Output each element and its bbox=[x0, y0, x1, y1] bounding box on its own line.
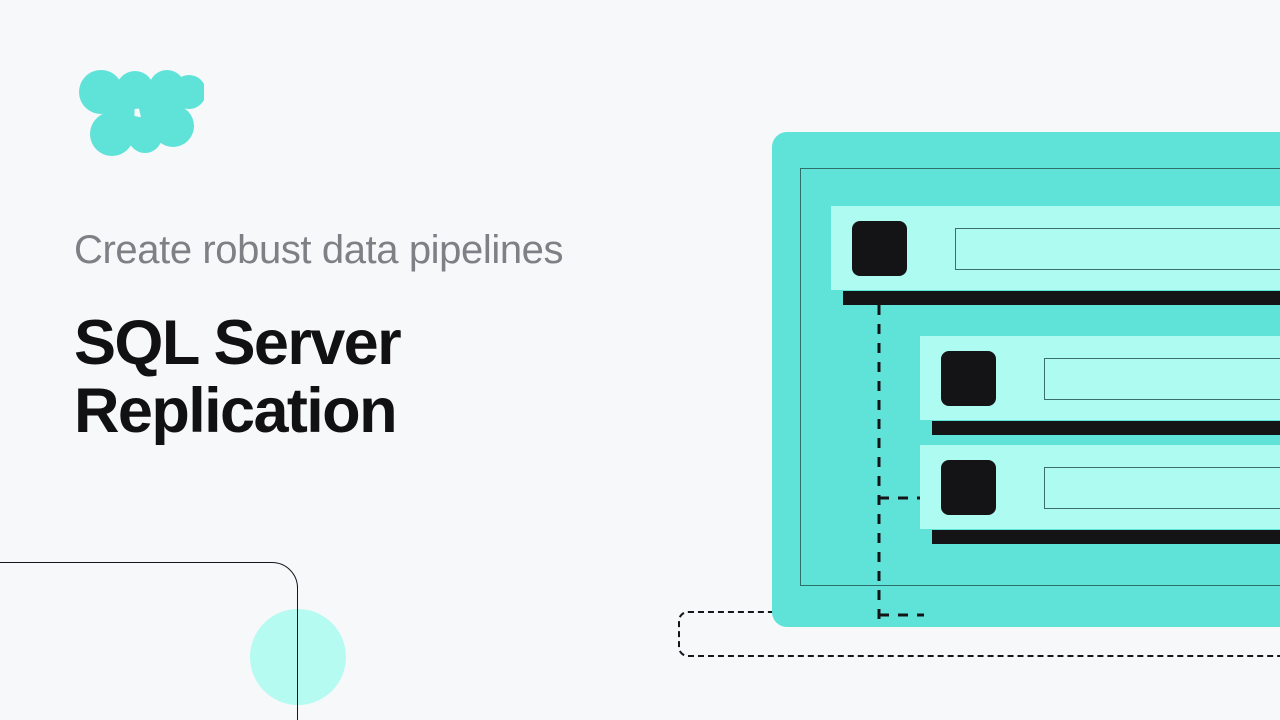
database-replication-diagram bbox=[772, 132, 1280, 627]
headline-line-1: SQL Server bbox=[74, 307, 402, 378]
server-shadow-bar bbox=[932, 530, 1280, 544]
database-node-icon bbox=[941, 351, 996, 406]
record-field bbox=[955, 228, 1280, 270]
replica-server-row-1 bbox=[920, 336, 1280, 435]
w-blob-logo bbox=[72, 58, 206, 158]
server-shadow-bar bbox=[843, 291, 1280, 305]
database-node-icon bbox=[941, 460, 996, 515]
server-card bbox=[831, 206, 1280, 290]
server-card bbox=[920, 445, 1280, 529]
page-title: SQL Server Replication bbox=[74, 309, 714, 445]
replication-branch-connector bbox=[872, 305, 932, 627]
primary-server-row bbox=[831, 206, 1280, 305]
record-field bbox=[1044, 467, 1280, 509]
hero-text-block: Create robust data pipelines SQL Server … bbox=[74, 228, 714, 445]
replica-server-row-2 bbox=[920, 445, 1280, 544]
decor-vertical-line bbox=[296, 586, 299, 720]
server-card bbox=[920, 336, 1280, 420]
headline-line-2: Replication bbox=[74, 375, 398, 446]
hero-subtitle: Create robust data pipelines bbox=[74, 228, 564, 272]
record-field bbox=[1044, 358, 1280, 400]
panel-inner-border bbox=[800, 168, 1280, 586]
database-node-icon bbox=[852, 221, 907, 276]
server-shadow-bar bbox=[932, 421, 1280, 435]
